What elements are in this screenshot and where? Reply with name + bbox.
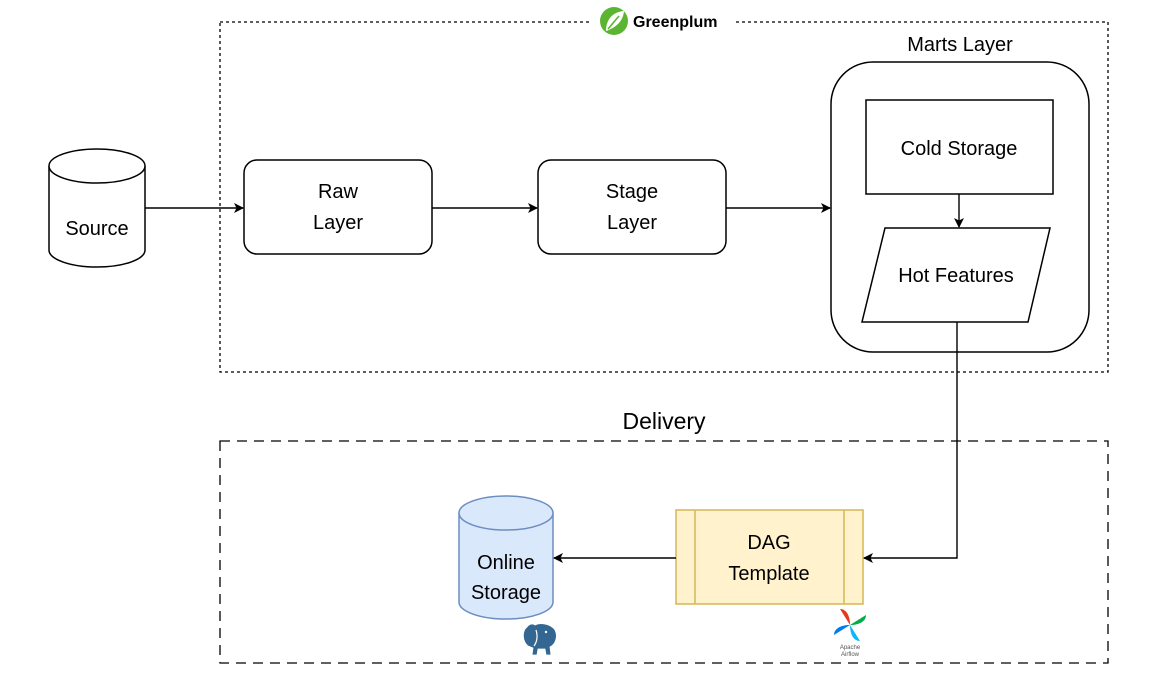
edge-hot-to-dag [863,322,958,563]
online-storage-label-line2: Storage [471,582,541,604]
airflow-label-line1: Apache [840,645,861,651]
source-node[interactable]: Source [48,148,146,268]
dag-template-label-line2: Template [728,563,809,585]
cold-storage-node[interactable]: Cold Storage [865,99,1054,195]
greenplum-logo: Greenplum [592,7,734,36]
postgresql-elephant-icon [522,623,557,656]
marts-layer-title: Marts Layer [907,34,1013,56]
delivery-container [219,440,1109,664]
apache-airflow-icon: Apache Airflow [834,609,866,658]
delivery-title: Delivery [622,408,706,434]
greenplum-label: Greenplum [633,14,717,31]
stage-layer-node[interactable]: Stage Layer [537,159,727,255]
raw-layer-label-line1: Raw [318,181,359,203]
online-storage-label-line1: Online [477,552,535,574]
source-label: Source [65,218,128,240]
stage-layer-label-line1: Stage [606,181,658,203]
hot-features-node[interactable]: Hot Features [861,227,1051,323]
hot-features-label: Hot Features [898,265,1014,287]
raw-layer-label-line2: Layer [313,212,363,234]
raw-layer-node[interactable]: Raw Layer [243,159,433,255]
cold-storage-label: Cold Storage [901,138,1018,160]
stage-layer-label-line2: Layer [607,212,657,234]
dag-template-label-line1: DAG [747,532,790,554]
online-storage-node[interactable]: Online Storage [458,495,554,620]
greenplum-leaf-icon [600,7,628,35]
airflow-label-line2: Airflow [841,652,860,658]
dag-template-node[interactable]: DAG Template [675,509,864,605]
